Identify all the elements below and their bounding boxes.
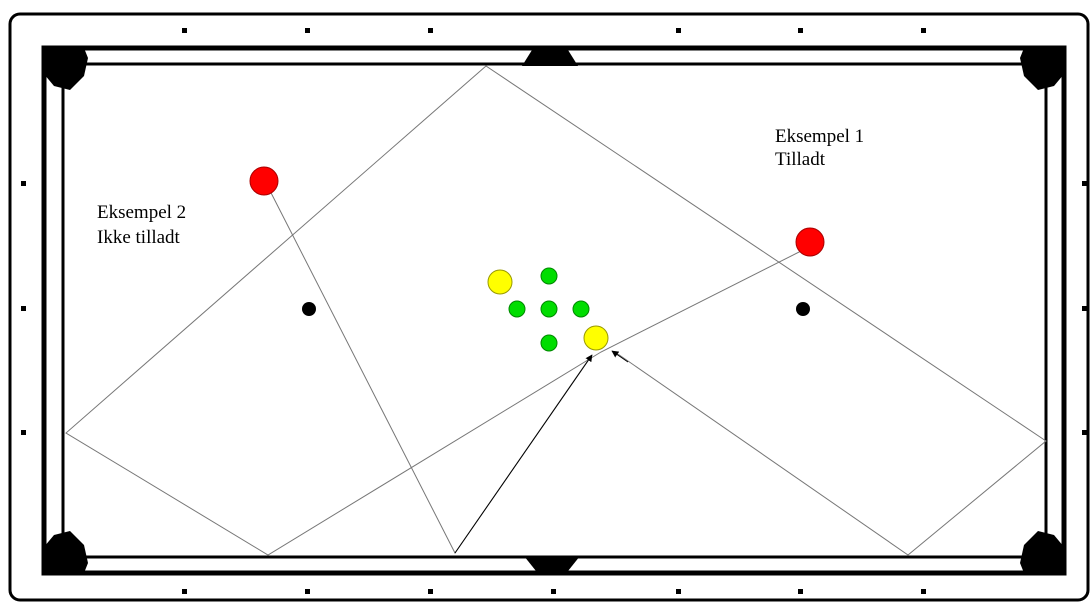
diamond: [182, 589, 187, 594]
outer-table-frame: [8, 12, 1090, 602]
diamond: [428, 28, 433, 33]
green-ball: [508, 300, 526, 318]
diamond: [798, 28, 803, 33]
pocket-top-right: [1020, 48, 1064, 90]
diamond: [21, 430, 26, 435]
green-ball: [540, 334, 558, 352]
diamond: [1082, 181, 1087, 186]
example-2-arrow: [454, 354, 593, 554]
marker-dot-right: [796, 302, 810, 316]
diamond: [1082, 306, 1087, 311]
diamond: [676, 28, 681, 33]
rail-border: [41, 45, 1067, 576]
example-1-status: Tilladt: [775, 149, 826, 170]
example-2-title: Eksempel 2: [97, 202, 186, 223]
diamond: [551, 589, 556, 594]
diamond: [182, 28, 187, 33]
diamond: [676, 589, 681, 594]
green-ball: [540, 300, 558, 318]
green-ball: [540, 267, 558, 285]
diamond: [921, 28, 926, 33]
diamond: [21, 306, 26, 311]
red-ball-example-2: [249, 166, 279, 196]
diamond: [305, 589, 310, 594]
diamond: [428, 589, 433, 594]
pocket-bottom-left: [44, 531, 88, 573]
diamond: [305, 28, 310, 33]
green-ball: [572, 300, 590, 318]
pocket-bottom-middle: [524, 556, 580, 571]
example-2-path: [265, 182, 592, 554]
example-1-title: Eksempel 1: [775, 126, 864, 147]
diamond: [1082, 430, 1087, 435]
diamonds: [21, 28, 1087, 594]
example-2-status: Ikke tilladt: [97, 227, 181, 248]
pocket-top-left: [44, 48, 88, 90]
marker-dot-left: [302, 302, 316, 316]
diamond: [21, 181, 26, 186]
pocket-top-middle: [522, 50, 578, 66]
yellow-ball: [583, 325, 609, 351]
example-1-path-line: [65, 65, 1047, 556]
diamond: [798, 589, 803, 594]
example-1-arrow: [611, 350, 629, 363]
example-1-path: [65, 65, 1047, 556]
yellow-ball: [487, 269, 513, 295]
pockets: [44, 48, 1064, 573]
example-2-path-line: [265, 182, 592, 554]
diamond: [921, 589, 926, 594]
pocket-bottom-right: [1020, 531, 1064, 573]
red-ball-example-1: [795, 227, 825, 257]
